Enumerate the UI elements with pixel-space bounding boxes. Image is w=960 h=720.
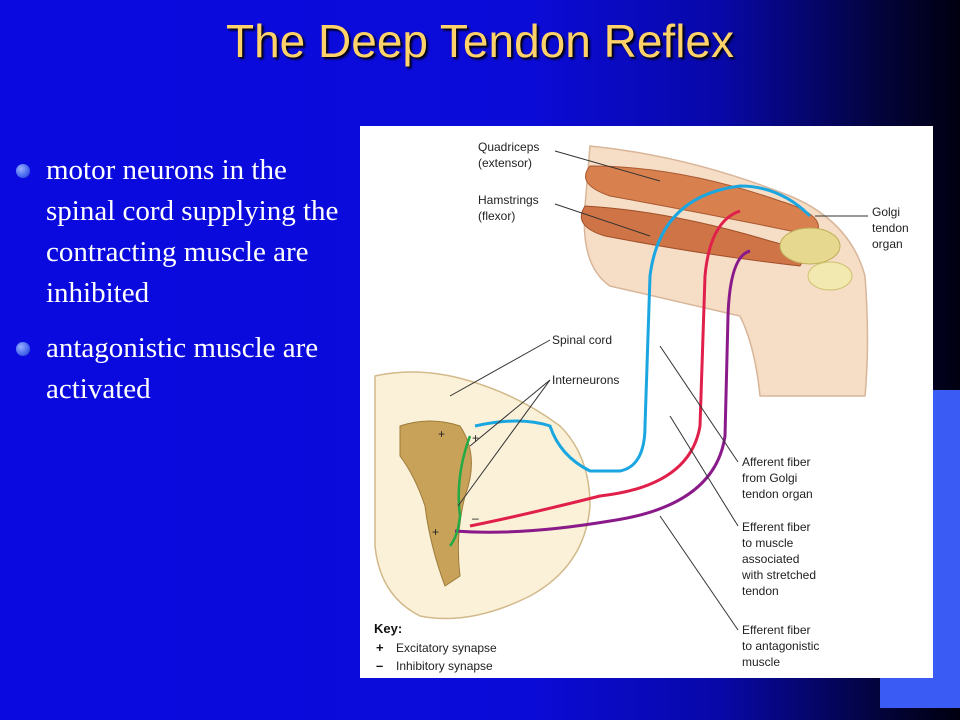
label-hamstrings: Hamstrings (478, 193, 539, 207)
efferent-fiber-antagonistic (454, 249, 751, 534)
synapse-inhibitory-1: – (472, 511, 479, 525)
label-afferent: Afferent fiber (742, 455, 810, 469)
label-golgi: Golgi (872, 205, 900, 219)
label-efferent-antagonistic-3: muscle (742, 655, 780, 669)
synapse-excitatory-2: + (472, 431, 479, 445)
afferent-fiber (474, 184, 812, 473)
label-quadriceps-sub: (extensor) (478, 156, 532, 170)
label-efferent-stretched-5: tendon (742, 584, 779, 598)
knee-joint (807, 261, 853, 291)
efferent-fiber-stretched (469, 209, 741, 528)
key-excitatory-label: Excitatory synapse (396, 641, 497, 655)
label-spinal-cord: Spinal cord (552, 333, 612, 347)
label-efferent-antagonistic-2: to antagonistic (742, 639, 819, 653)
label-efferent-stretched-2: to muscle (742, 536, 794, 550)
bullet-icon (16, 164, 30, 178)
label-afferent-2: from Golgi (742, 471, 797, 485)
bullet-icon (16, 342, 30, 356)
knee-tendon (779, 227, 841, 265)
key-inhibitory-label: Inhibitory synapse (396, 659, 493, 673)
bullet-item: motor neurons in the spinal cord supplyi… (16, 150, 346, 314)
interneuron-fiber (449, 435, 472, 547)
decor-block-bottom (880, 678, 960, 708)
bullet-text: antagonistic muscle are activated (46, 332, 319, 405)
label-afferent-3: tendon organ (742, 487, 813, 501)
label-golgi-3: organ (872, 237, 903, 251)
slide-title: The Deep Tendon Reflex (225, 15, 735, 67)
label-efferent-stretched-3: associated (742, 552, 799, 566)
bullet-item: antagonistic muscle are activated (16, 328, 346, 410)
label-efferent-antagonistic: Efferent fiber (742, 623, 810, 637)
label-golgi-2: tendon (872, 221, 909, 235)
key-title: Key: (374, 621, 402, 636)
synapse-excitatory-1: + (438, 427, 445, 441)
spinal-grey-matter (399, 420, 472, 587)
decor-block-right (933, 390, 960, 690)
spinal-cord-section (374, 371, 591, 620)
label-efferent-stretched: Efferent fiber (742, 520, 810, 534)
bullet-list: motor neurons in the spinal cord supplyi… (16, 150, 346, 424)
reflex-diagram-svg: + + + – Quadriceps (extensor) Hamstrings… (374, 140, 909, 673)
synapse-excitatory-3: + (432, 525, 439, 539)
label-hamstrings-sub: (flexor) (478, 209, 515, 223)
label-efferent-stretched-4: with stretched (741, 568, 816, 582)
label-quadriceps: Quadriceps (478, 140, 539, 154)
key-excitatory-symbol: + (376, 640, 384, 655)
key-inhibitory-symbol: – (376, 658, 383, 673)
reflex-diagram: + + + – Quadriceps (extensor) Hamstrings… (360, 126, 933, 678)
bullet-text: motor neurons in the spinal cord supplyi… (46, 154, 339, 309)
label-interneurons: Interneurons (552, 373, 619, 387)
